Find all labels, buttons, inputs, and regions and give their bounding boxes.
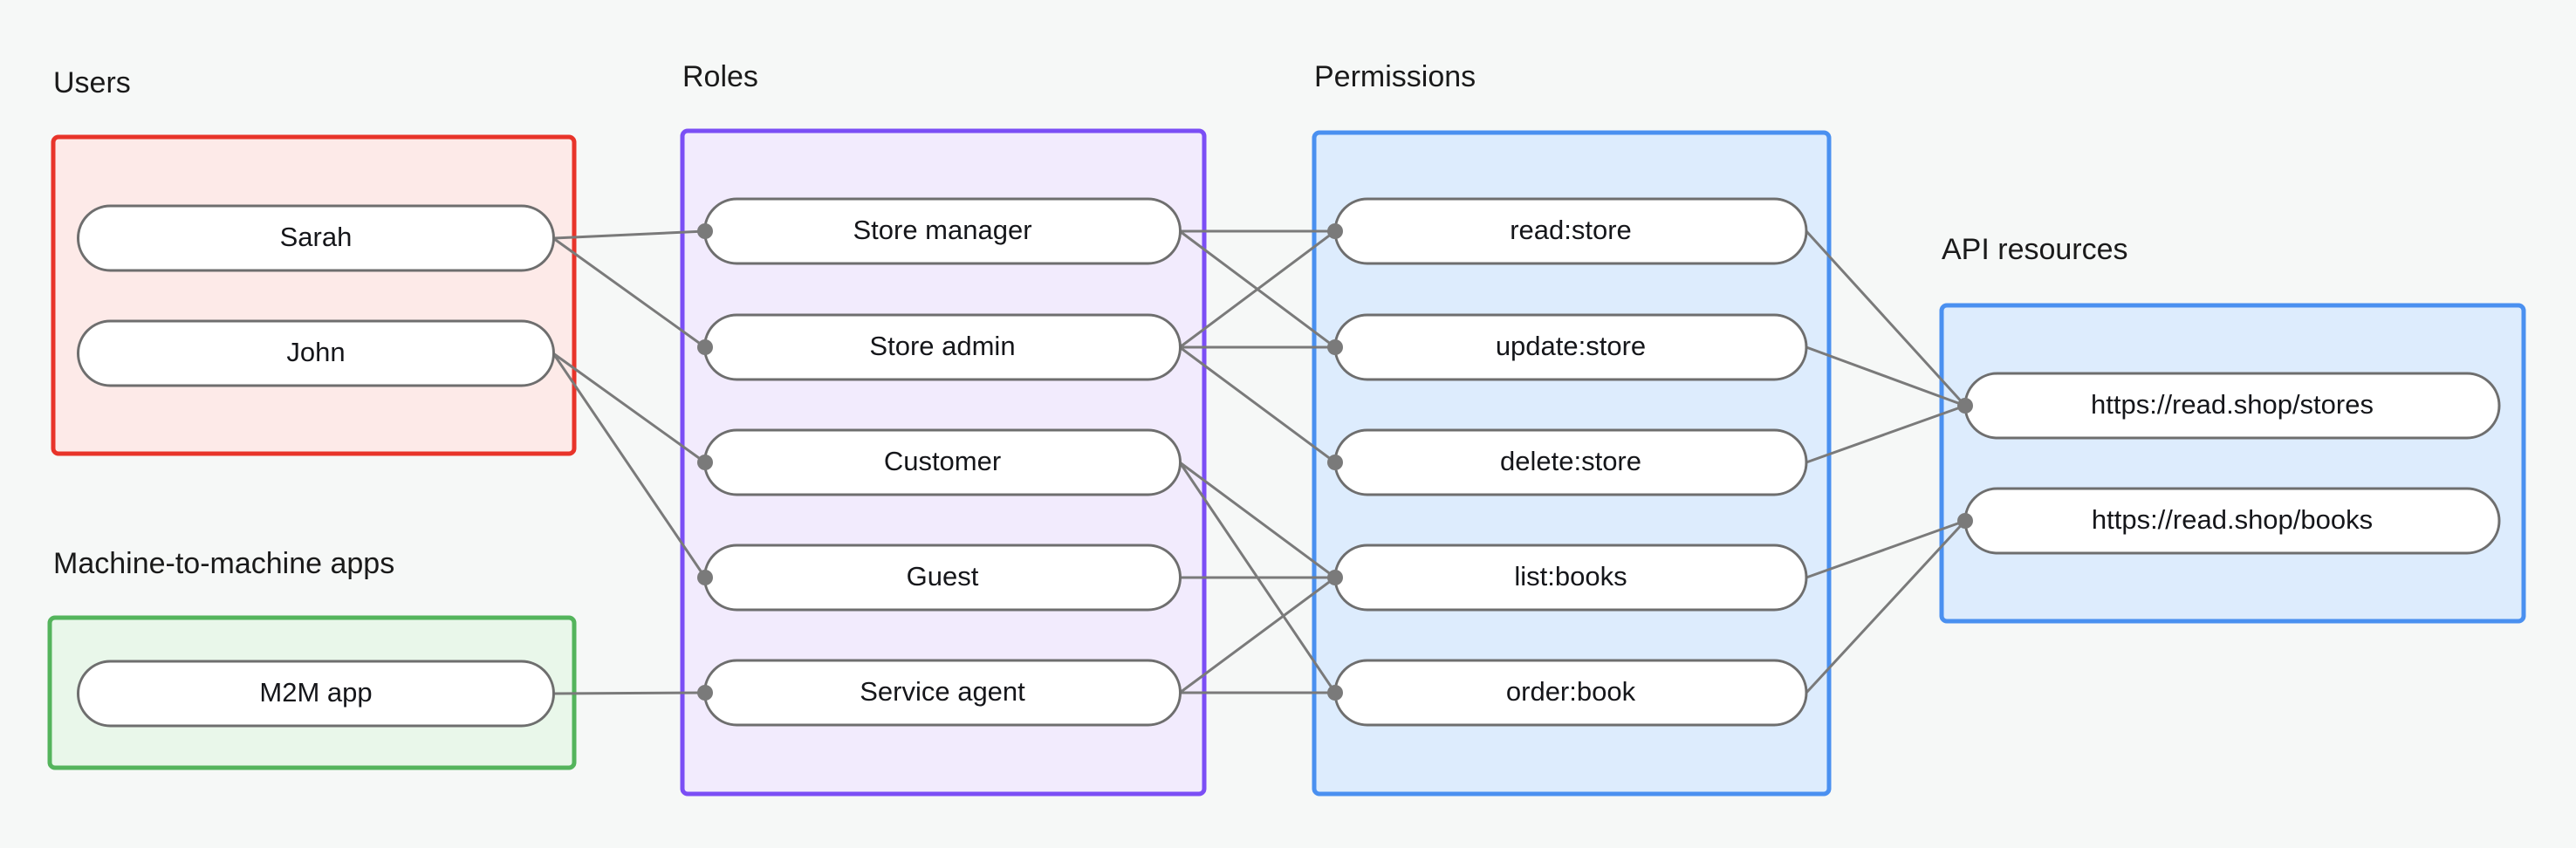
group-label-permissions: Permissions [1314,60,1476,93]
node-label-guest: Guest [907,561,979,592]
dot-update-store-in [1327,339,1343,355]
node-label-stores-url: https://read.shop/stores [2091,389,2374,420]
edge-list-books-to-books-url [1805,519,1966,579]
edge-dots-layer [697,223,1973,701]
edge-customer-to-list-books [1179,461,1336,579]
edge-store-admin-to-read-store [1179,229,1336,349]
node-service-agent[interactable]: Service agent [703,659,1182,727]
node-shape-sarah [77,204,555,272]
node-stores-url[interactable]: https://read.shop/stores [1963,372,2501,440]
edge-service-agent-to-list-books [1179,576,1336,694]
edge-delete-store-to-stores-url [1805,404,1966,464]
dot-read-store-in [1327,223,1343,239]
dot-guest-in [697,570,713,585]
edge-update-store-to-stores-url [1805,345,1966,407]
node-label-books-url: https://read.shop/books [2092,504,2373,535]
node-books-url[interactable]: https://read.shop/books [1963,487,2501,555]
node-label-order-book: order:book [1506,676,1636,707]
node-m2m-app[interactable]: M2M app [77,660,555,728]
node-label-delete-store: delete:store [1500,446,1641,476]
node-sarah[interactable]: Sarah [77,204,555,272]
group-box-users [51,134,577,456]
node-order-book[interactable]: order:book [1333,659,1808,727]
node-shape-john [77,319,555,387]
dot-list-books-in [1327,570,1343,585]
node-label-m2m-app: M2M app [259,677,372,708]
node-delete-store[interactable]: delete:store [1333,428,1808,496]
dot-customer-in [697,455,713,470]
dot-service-agent-in [697,685,713,701]
node-list-books[interactable]: list:books [1333,544,1808,612]
edge-john-to-customer [552,352,706,464]
group-label-users: Users [53,66,131,99]
node-read-store[interactable]: read:store [1333,197,1808,265]
dot-books-url-in [1957,513,1973,529]
node-label-sarah: Sarah [280,222,353,252]
edge-store-admin-to-delete-store [1179,345,1336,464]
edge-john-to-guest [552,352,707,578]
dot-store-admin-in [697,339,713,355]
node-customer[interactable]: Customer [703,428,1182,496]
group-label-roles: Roles [682,60,758,93]
node-label-john: John [286,337,345,367]
dot-delete-store-in [1327,455,1343,470]
edge-order-book-to-books-url [1805,519,1967,694]
edge-m2m-app-to-service-agent [552,691,706,695]
edge-sarah-to-store-manager [552,229,706,240]
node-label-update-store: update:store [1496,331,1646,361]
dot-order-book-in [1327,685,1343,701]
group-label-api-resources: API resources [1942,233,2128,266]
node-store-admin[interactable]: Store admin [703,313,1182,381]
edges-layer [552,229,1967,695]
node-label-read-store: read:store [1510,215,1632,245]
node-john[interactable]: John [77,319,555,387]
node-label-service-agent: Service agent [860,676,1025,707]
dot-stores-url-in [1957,398,1973,414]
node-label-customer: Customer [884,446,1001,476]
edge-sarah-to-store-admin [552,236,706,349]
node-shape-m2m-app [77,660,555,728]
node-label-store-manager: Store manager [853,215,1031,245]
node-guest[interactable]: Guest [703,544,1182,612]
node-label-store-admin: Store admin [869,331,1015,361]
node-store-manager[interactable]: Store manager [703,197,1182,265]
group-box-api-resources [1939,303,2526,624]
node-label-list-books: list:books [1514,561,1627,592]
dot-store-manager-in [697,223,713,239]
edge-read-store-to-stores-url [1805,229,1967,407]
node-update-store[interactable]: update:store [1333,313,1808,381]
group-label-m2m: Machine-to-machine apps [53,547,394,580]
